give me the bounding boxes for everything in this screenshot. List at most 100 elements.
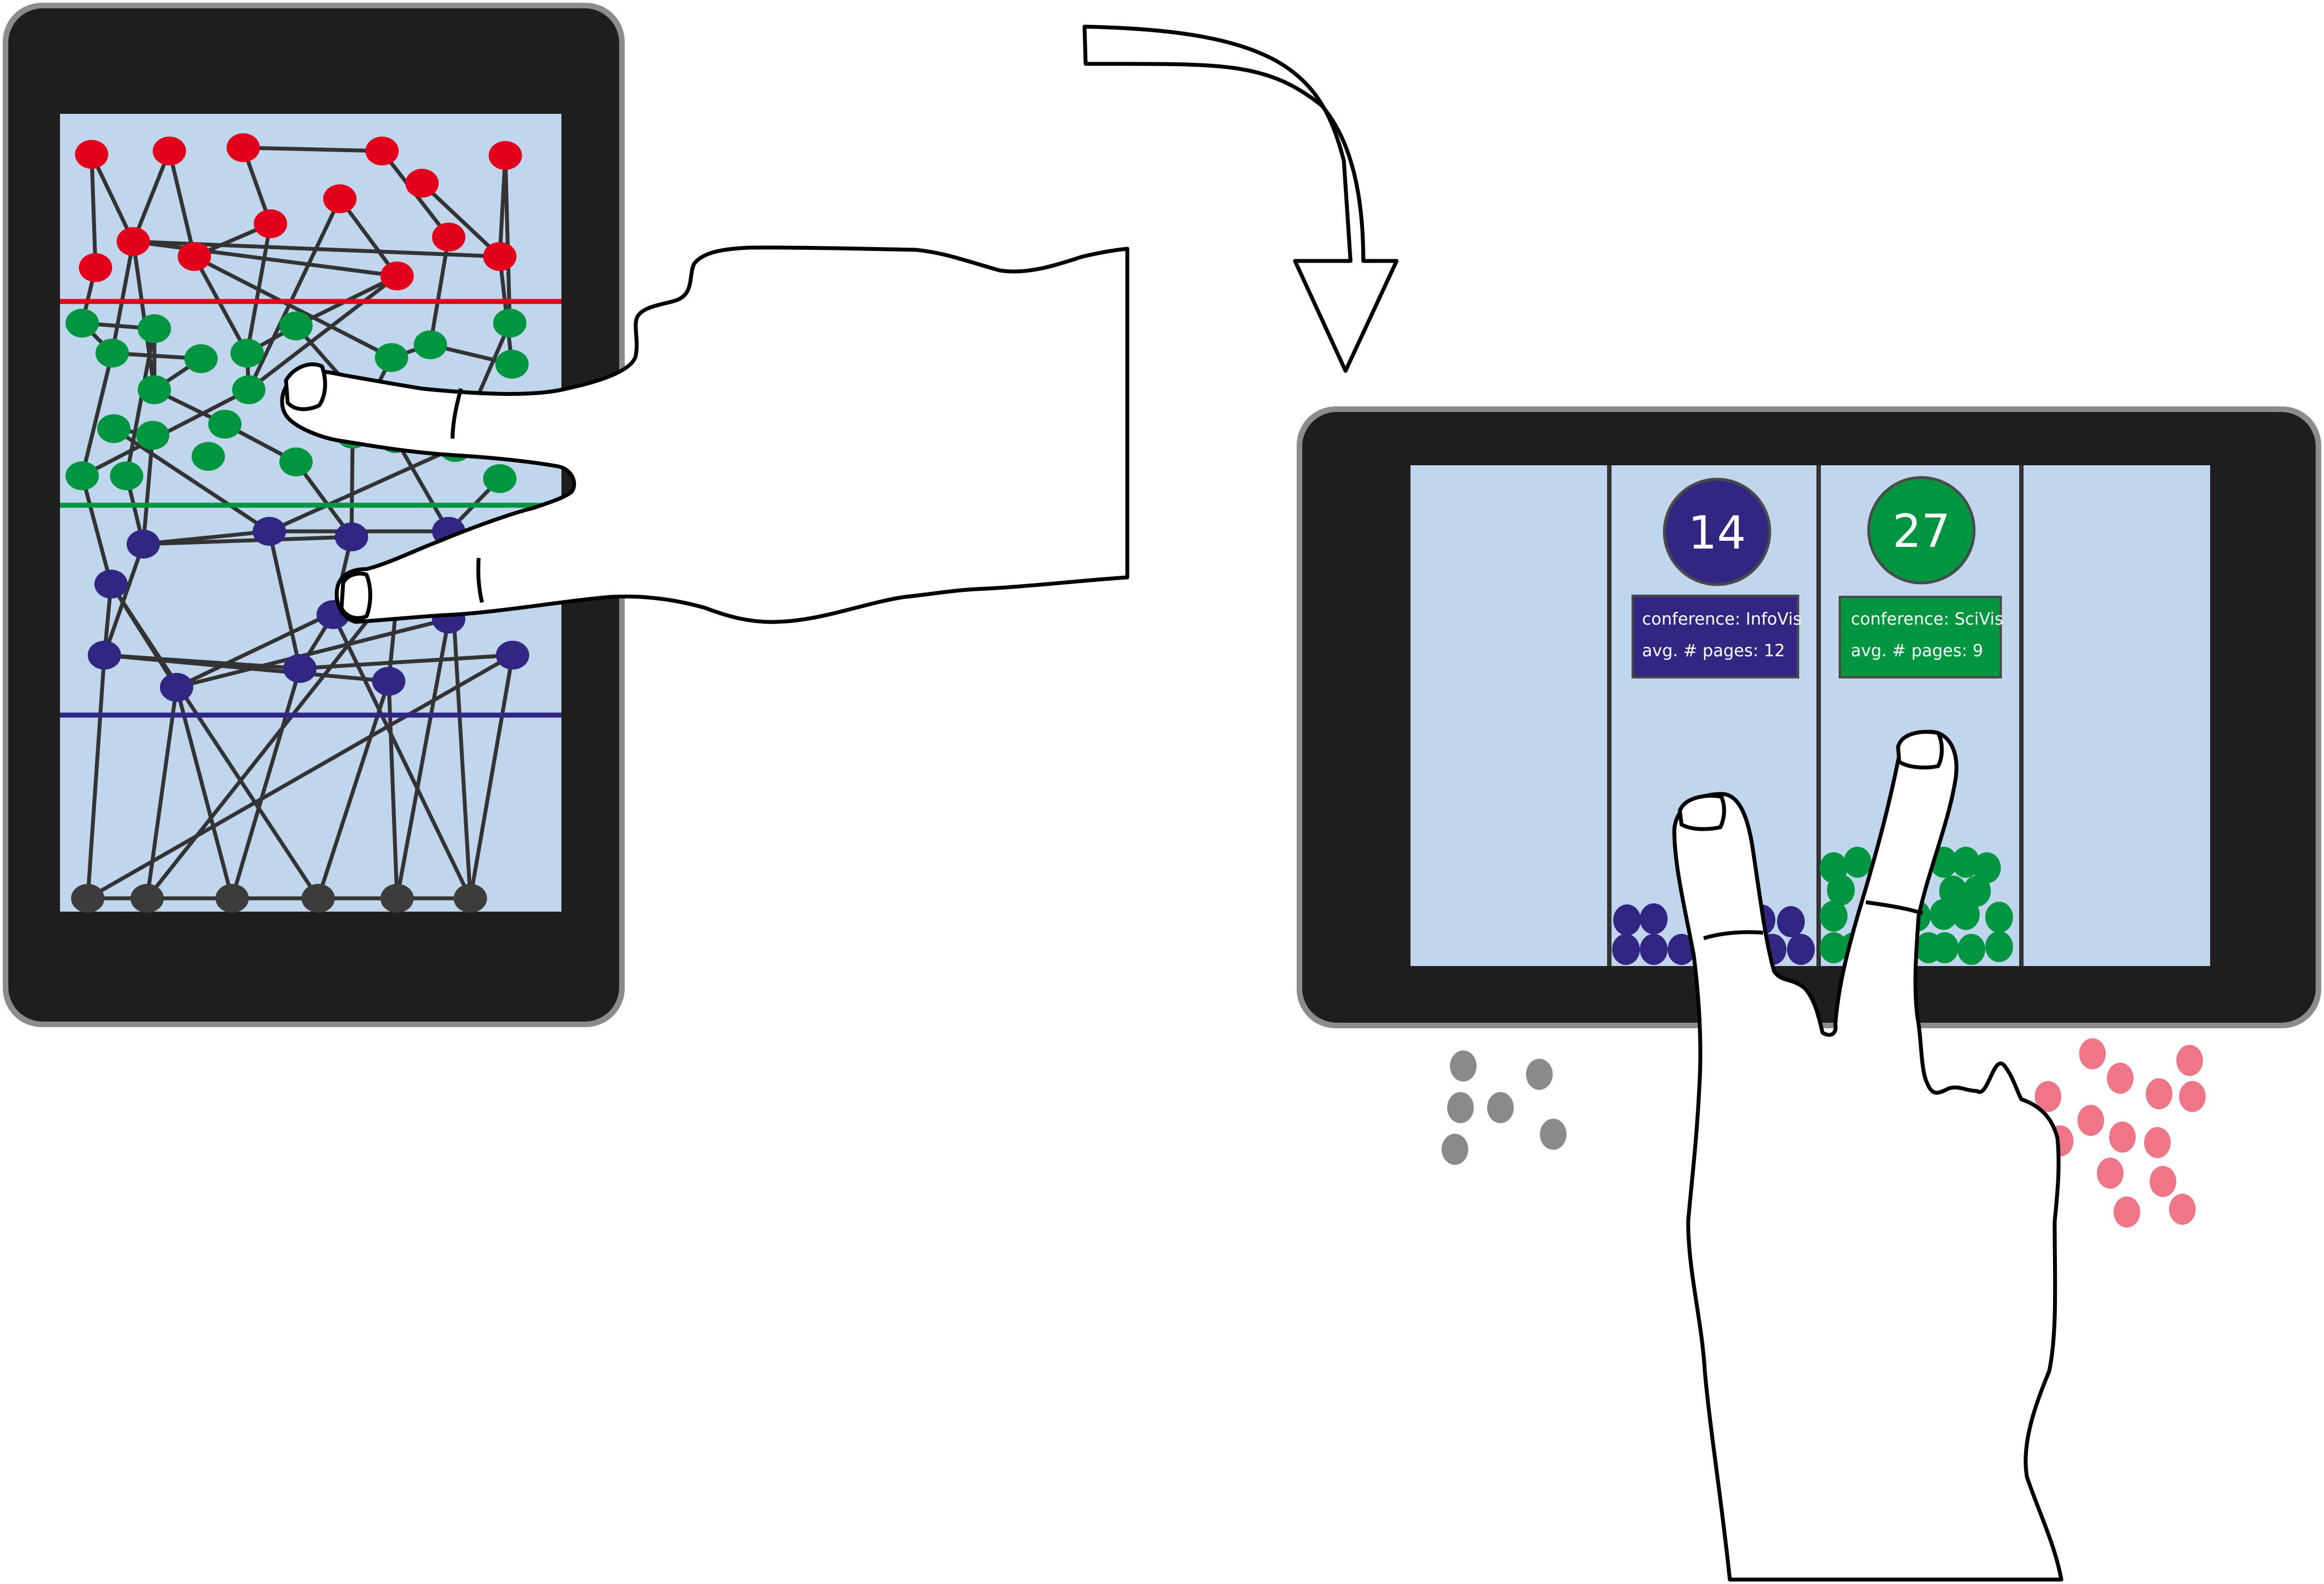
pink-dot: [2169, 1194, 2196, 1225]
layer-divider-lines: [60, 299, 561, 718]
stacked-node: [1640, 903, 1668, 934]
info-card-line1: conference: SciVis: [1851, 610, 2003, 629]
graph-edge: [145, 580, 400, 900]
graph-node: [127, 530, 160, 559]
graph-node: [380, 262, 414, 290]
graph-edge: [395, 618, 451, 899]
info-card: [1632, 595, 1799, 678]
cluster-scivis[interactable]: 27 conference: SciVis avg. # pages: 9: [1839, 476, 2003, 678]
graph-node: [130, 884, 164, 913]
grey-dot: [1442, 1134, 1468, 1165]
info-card-line1: conference: InfoVis: [1642, 610, 1801, 629]
graph-node: [208, 410, 242, 439]
graph-node: [323, 184, 357, 213]
stacked-node: [1985, 931, 2013, 962]
pink-dot: [2144, 1127, 2171, 1158]
graph-edge: [87, 653, 514, 901]
graph-node: [283, 654, 317, 683]
graph-edge: [124, 328, 157, 476]
pink-dot: [2179, 1081, 2206, 1112]
graph-node: [94, 570, 128, 599]
graph-nodes: [66, 133, 529, 913]
graph-node: [117, 227, 150, 256]
grey-dot: [1540, 1119, 1567, 1150]
graph-node: [227, 133, 260, 162]
pink-dot: [2109, 1122, 2136, 1153]
graph-node: [414, 330, 447, 359]
graph-node: [279, 311, 313, 340]
graph-edge: [503, 155, 512, 324]
stacked-node: [1668, 934, 1695, 965]
graph-edge: [176, 617, 449, 690]
grey-dot: [1487, 1092, 1514, 1123]
graph-edge: [331, 614, 473, 899]
graph-node: [215, 884, 249, 913]
graph-edge: [143, 535, 352, 546]
graph-edge: [80, 475, 113, 585]
count-badge: [1663, 477, 1771, 586]
graph-node: [279, 447, 313, 476]
graph-node: [254, 209, 287, 238]
graph-edge: [393, 438, 451, 532]
pink-dot: [2077, 1105, 2104, 1136]
pink-dot: [2079, 1038, 2106, 1069]
stacked-node: [1963, 876, 1991, 907]
graph-node: [253, 517, 286, 546]
stacked-node: [1985, 902, 2013, 933]
graph-edge: [267, 531, 302, 669]
graph-edge: [89, 153, 135, 243]
graph-edge: [89, 154, 98, 268]
stacked-node: [1939, 876, 1967, 907]
count-label: 14: [1688, 507, 1746, 560]
grey-dot: [1450, 1050, 1477, 1082]
graph-node: [192, 442, 225, 471]
graph-edge: [245, 223, 273, 354]
graph-edge: [268, 445, 456, 534]
stacked-node: [1973, 852, 2001, 883]
graph-edge: [420, 182, 501, 258]
stacked-node: [1957, 934, 1985, 965]
stacked-node: [1952, 899, 1980, 930]
graph-node: [66, 461, 99, 490]
graph-node: [483, 242, 516, 271]
graph-node: [110, 461, 143, 490]
stacked-node: [1952, 847, 1980, 878]
info-card: [1839, 596, 2002, 678]
graph-node: [335, 522, 368, 551]
stacked-node: [1612, 934, 1640, 965]
graph-edge: [131, 150, 172, 243]
graph-edge: [174, 687, 234, 899]
graph-edge: [428, 237, 451, 345]
graph-edge: [86, 655, 107, 899]
graph-edge: [247, 198, 342, 391]
graph-edge: [113, 427, 270, 533]
graph-node: [79, 253, 112, 282]
pink-dot: [2150, 1166, 2176, 1197]
hand-gesture-icon: [280, 245, 1130, 624]
graph-node: [372, 667, 405, 696]
pink-dot: [2107, 1063, 2134, 1094]
graph-edge: [110, 241, 135, 354]
stacked-node: [1777, 906, 1805, 937]
graph-node: [495, 350, 529, 379]
count-badge: [1867, 476, 1976, 585]
stacked-node: [1827, 874, 1855, 906]
graph-edge: [247, 274, 399, 391]
landscape-tablet: 14 conference: InfoVis avg. # pages: 12 …: [1297, 406, 2321, 1028]
graph-edge: [167, 150, 197, 257]
graph-node: [493, 309, 526, 338]
graph-node: [432, 223, 465, 252]
stacked-node: [1820, 901, 1848, 932]
graph-node: [375, 343, 408, 372]
pink-dot: [2035, 1081, 2061, 1112]
info-card-line2: avg. # pages: 12: [1642, 641, 1785, 661]
portrait-tablet: [3, 3, 625, 1027]
graph-node: [184, 344, 218, 373]
graph-edge: [230, 668, 302, 899]
graph-node: [230, 339, 264, 368]
stacked-node: [1844, 847, 1871, 878]
grey-dot: [1526, 1059, 1553, 1090]
cluster-infovis[interactable]: 14 conference: InfoVis avg. # pages: 12: [1632, 477, 1801, 678]
landscape-tablet-screen: [1411, 465, 2210, 966]
